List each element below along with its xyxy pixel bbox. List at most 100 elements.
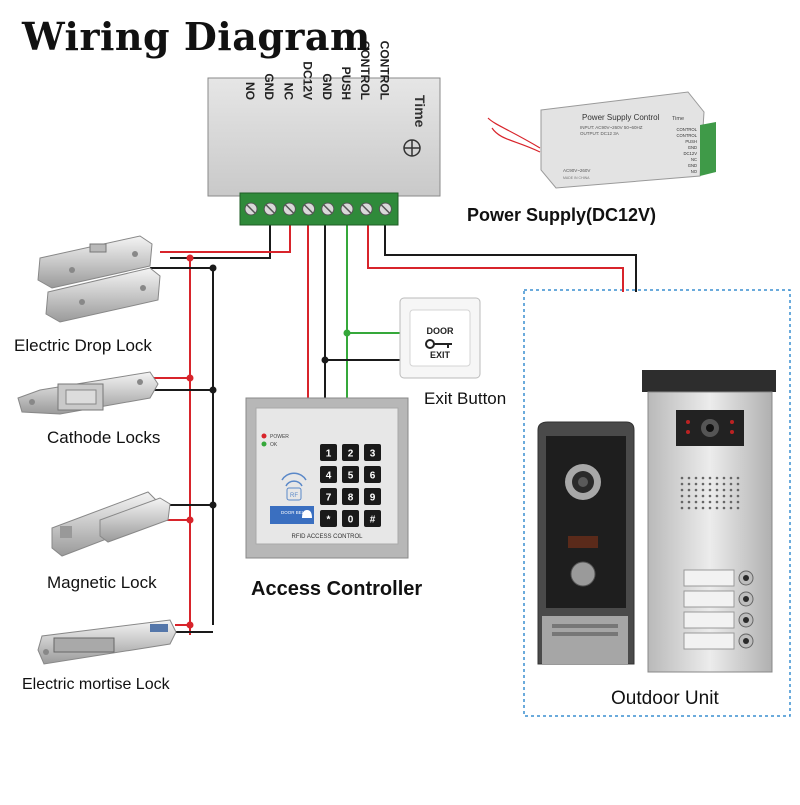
keypad-key bbox=[364, 444, 381, 461]
doorbell-panel bbox=[270, 506, 314, 524]
junction-dot bbox=[209, 264, 217, 272]
speaker-hole bbox=[729, 500, 733, 504]
keypad-key-label: # bbox=[370, 515, 376, 526]
terminal-label: NC bbox=[281, 83, 295, 101]
keypad-key bbox=[320, 444, 337, 461]
name-plate bbox=[683, 569, 735, 587]
speaker-hole bbox=[687, 500, 691, 504]
small-ps-made-in: MADE IN CHINA bbox=[563, 176, 590, 180]
speaker-hole bbox=[687, 482, 691, 486]
junction-dot bbox=[321, 356, 329, 364]
keypad-key-label: 0 bbox=[348, 515, 354, 526]
small-ps-terminal-label: CONTROL bbox=[677, 133, 698, 138]
screw-slot bbox=[380, 204, 390, 214]
rfid-wave-icon bbox=[281, 472, 307, 487]
speaker-hole bbox=[680, 488, 684, 492]
ps-lead-2 bbox=[491, 127, 541, 153]
rf-badge-text: RF bbox=[290, 493, 298, 499]
speaker-hole bbox=[722, 488, 726, 492]
speaker-hole bbox=[687, 506, 691, 510]
terminal-label: GND bbox=[320, 73, 334, 100]
small-ps-terminal-label: DC12V bbox=[684, 151, 698, 156]
wire-nc-to-bus bbox=[160, 225, 291, 253]
speaker-hole bbox=[736, 476, 740, 480]
screw-slot bbox=[361, 204, 371, 214]
terminal-label: DC12V bbox=[301, 61, 315, 100]
keypad-key-label: 8 bbox=[348, 493, 354, 504]
outdoor-unit-label: Outdoor Unit bbox=[611, 688, 719, 709]
speaker-hole bbox=[701, 488, 705, 492]
small-ps-terminal-label: PUSH bbox=[685, 139, 697, 144]
electric-drop-lock-image bbox=[37, 235, 161, 323]
speaker-hole bbox=[680, 506, 684, 510]
terminal-label: NO bbox=[243, 82, 257, 100]
power-led-label: POWER bbox=[270, 434, 289, 440]
speaker-hole bbox=[680, 482, 684, 486]
exit-button-image: DOOR EXIT bbox=[399, 297, 481, 379]
speaker-hole bbox=[715, 494, 719, 498]
speaker-hole bbox=[694, 482, 698, 486]
electric-mortise-lock-label: Electric mortise Lock bbox=[22, 676, 170, 693]
wires bbox=[150, 117, 637, 635]
keypad-key bbox=[342, 466, 359, 483]
power-led-icon bbox=[261, 433, 267, 439]
speaker-hole bbox=[722, 482, 726, 486]
small-ps-output: OUTPUT: DC12 3A bbox=[580, 131, 619, 136]
wire-gnd-to-bus bbox=[170, 225, 271, 259]
speaker-hole bbox=[736, 488, 740, 492]
keypad-key-label: 4 bbox=[326, 471, 332, 482]
junction-dot bbox=[186, 374, 194, 382]
small-ps-body bbox=[540, 91, 705, 189]
wire-control-black bbox=[384, 225, 637, 292]
speaker-hole bbox=[736, 482, 740, 486]
small-ps-terminal-label: GND bbox=[688, 163, 697, 168]
junction-dot bbox=[186, 254, 194, 262]
magnetic-lock-label: Magnetic Lock bbox=[47, 573, 157, 592]
small-ps-terminal-label: CONTROL bbox=[677, 127, 698, 132]
speaker-hole bbox=[729, 476, 733, 480]
speaker-hole bbox=[701, 506, 705, 510]
small-ps-terminal bbox=[700, 122, 716, 176]
speaker-hole bbox=[680, 500, 684, 504]
keypad-key-label: 1 bbox=[326, 449, 332, 460]
keypad-key-label: 6 bbox=[370, 471, 376, 482]
speaker-hole bbox=[736, 494, 740, 498]
speaker-hole bbox=[701, 482, 705, 486]
rf-badge bbox=[286, 487, 302, 501]
call-buttons bbox=[683, 569, 754, 650]
speaker-hole bbox=[701, 494, 705, 498]
keypad-key-label: 2 bbox=[348, 449, 354, 460]
keypad-key-label: 7 bbox=[326, 493, 332, 504]
small-ps-terminal-label: NO bbox=[691, 169, 698, 174]
screw-slot bbox=[265, 204, 275, 214]
speaker-hole bbox=[729, 494, 733, 498]
ps-lead-1 bbox=[487, 117, 541, 149]
access-controller-label: Access Controller bbox=[251, 578, 423, 600]
junction-dot bbox=[209, 501, 217, 509]
call-button-center bbox=[743, 617, 749, 623]
keypad-key bbox=[320, 488, 337, 505]
keypad-footer: RFID ACCESS CONTROL bbox=[291, 534, 363, 540]
keypad-key-label: 3 bbox=[370, 449, 376, 460]
speaker-hole bbox=[722, 506, 726, 510]
speaker-hole bbox=[701, 476, 705, 480]
speaker-hole bbox=[708, 482, 712, 486]
small-ps-brand: Time bbox=[672, 116, 684, 122]
outdoor-unit-border bbox=[523, 289, 791, 717]
call-button-center bbox=[743, 638, 749, 644]
speaker-hole bbox=[729, 482, 733, 486]
speaker-hole bbox=[694, 494, 698, 498]
speaker-hole bbox=[729, 488, 733, 492]
speaker-hole bbox=[694, 500, 698, 504]
terminal-label: GND bbox=[262, 73, 276, 100]
speaker-hole bbox=[715, 482, 719, 486]
speaker-hole bbox=[708, 494, 712, 498]
junction-dot bbox=[343, 329, 351, 337]
screw-slot bbox=[284, 204, 294, 214]
